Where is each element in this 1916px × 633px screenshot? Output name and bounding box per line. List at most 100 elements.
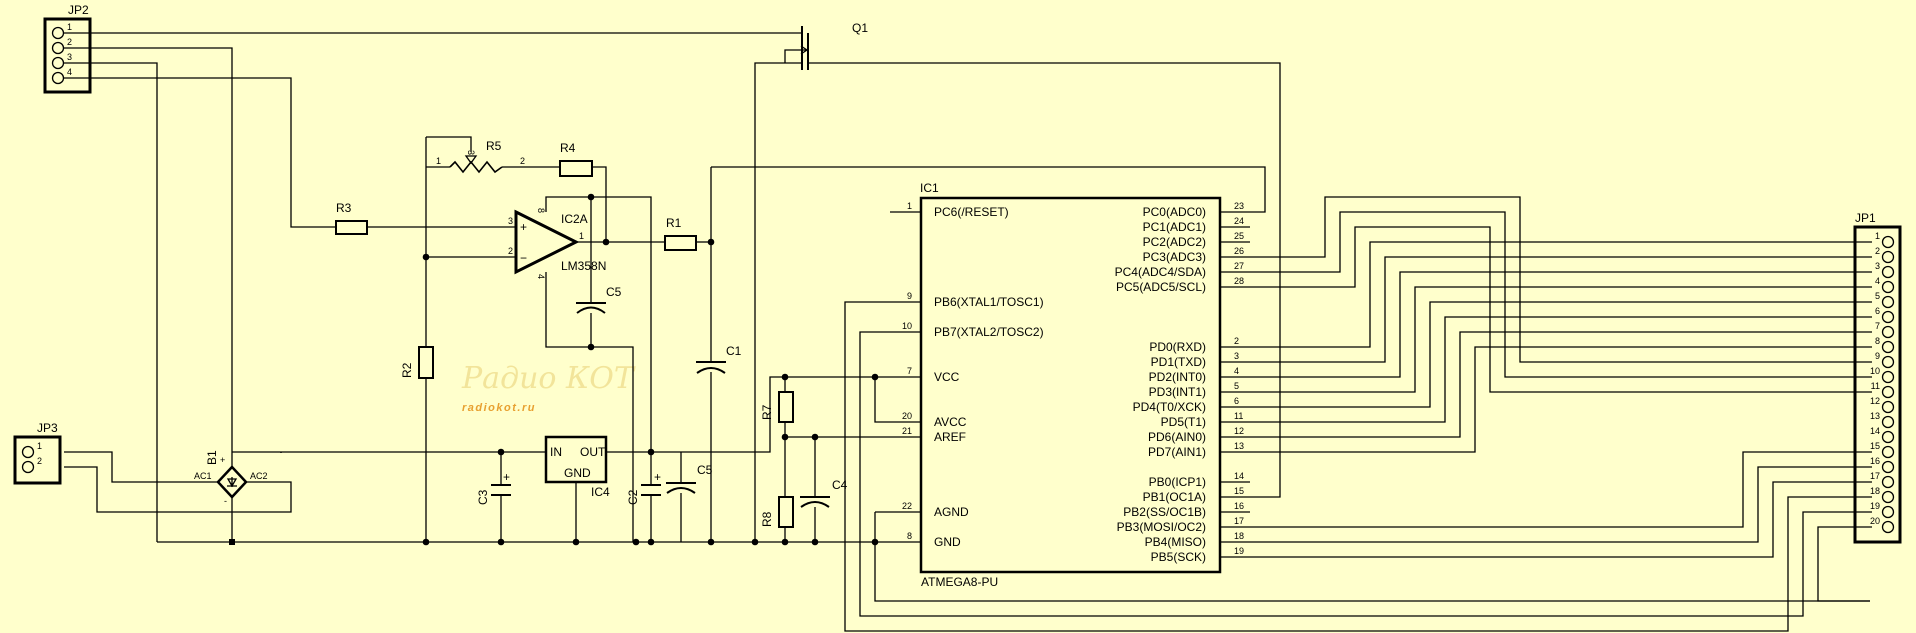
ic1-pin-name: PB1(OC1A) — [1143, 490, 1206, 504]
ic4-gnd-label: GND — [564, 466, 591, 480]
ic2a-ref: IC2A — [561, 212, 588, 226]
jp1-pin-pad — [1881, 370, 1895, 384]
c3-polarity: + — [503, 470, 510, 484]
r2-ref: R2 — [400, 362, 414, 378]
ic1-pin-name: PB6(XTAL1/TOSC1) — [934, 295, 1044, 309]
opamp-minus: − — [520, 251, 527, 265]
jp1-pin-pad — [1881, 265, 1895, 279]
ic1-pin-name: PD4(T0/XCK) — [1133, 400, 1206, 414]
jp1-pin-pad — [1881, 235, 1895, 249]
pin-label: 2 — [520, 156, 525, 166]
c1-ref: C1 — [726, 344, 742, 358]
ic1-pin-number: 4 — [1234, 366, 1239, 376]
jp1-pin-pad — [1881, 445, 1895, 459]
ic1-pin-number: 6 — [1234, 396, 1239, 406]
pin-label: 1 — [436, 156, 441, 166]
bridge-rectifier-b1: B1 + - AC1 AC2 — [194, 450, 268, 506]
ic1-pin-name: PB7(XTAL2/TOSC2) — [934, 325, 1044, 339]
ic1-pin-name: PD2(INT0) — [1149, 370, 1206, 384]
r3-ref: R3 — [336, 201, 352, 215]
jp1-pin-number: 5 — [1875, 291, 1880, 301]
pin-label: 1 — [37, 441, 42, 451]
jp1-pin-number: 11 — [1871, 381, 1880, 391]
ic1-pin-number: 26 — [1234, 246, 1244, 256]
jp1-pin-number: 17 — [1870, 471, 1880, 481]
ic1-pin-name: PC6(/RESET) — [934, 205, 1009, 219]
jp1-pin-pad — [1881, 355, 1895, 369]
ic1-pin-name: PC0(ADC0) — [1143, 205, 1206, 219]
jp2-ref: JP2 — [68, 3, 89, 17]
ic2a-value: LM358N — [561, 259, 606, 273]
ic1-pin-name: PD6(AIN0) — [1148, 430, 1206, 444]
jp1-pin-pad — [1881, 430, 1895, 444]
c2-polarity: + — [654, 470, 661, 484]
watermark: Радио КОТ radiokot.ru — [461, 361, 636, 414]
r5-ref: R5 — [486, 139, 502, 153]
watermark-url: radiokot.ru — [462, 402, 536, 414]
ic1-pin-number: 18 — [1234, 531, 1244, 541]
capacitor-c3: + C3 — [476, 470, 511, 505]
pin-label: 3 — [67, 52, 72, 62]
c3-ref: C3 — [476, 489, 490, 505]
potentiometer-r5: R5 1 2 3 — [436, 139, 525, 174]
ic1-pin-name: AREF — [934, 430, 966, 444]
jp1-pin-number: 4 — [1875, 276, 1880, 286]
ic1-pin-name: PD5(T1) — [1161, 415, 1206, 429]
ic1-pin-name: PD3(INT1) — [1149, 385, 1206, 399]
c4-ref: C4 — [832, 478, 848, 492]
ic1-pin-number: 12 — [1234, 426, 1244, 436]
pin-label: 4 — [536, 274, 546, 279]
opamp-ic2a: + − IC2A LM358N 3 2 1 8 4 — [508, 208, 606, 279]
watermark-logo: Радио КОТ — [461, 361, 636, 396]
pin-label: 4 — [67, 67, 72, 77]
jp1-pin-number: 6 — [1875, 306, 1880, 316]
resistor-r7: R7 — [760, 391, 794, 423]
jp1-pin-pad — [1881, 325, 1895, 339]
b1-minus: - — [224, 496, 227, 506]
jp1-pin-number: 14 — [1870, 426, 1880, 436]
c5-ref: C5 — [606, 285, 622, 299]
ic1-pin-name: AGND — [934, 505, 969, 519]
ic4-out-label: OUT — [580, 445, 606, 459]
ic1-pin-number: 24 — [1234, 216, 1244, 226]
jp1-pin-number: 12 — [1870, 396, 1880, 406]
jp1-pin-pad — [1881, 295, 1895, 309]
jp1-pin-pad — [1881, 340, 1895, 354]
jp3-ref: JP3 — [37, 421, 58, 435]
r7-ref: R7 — [760, 404, 774, 420]
jp1-pin-pad — [1881, 490, 1895, 504]
pin-label: 1 — [579, 231, 584, 241]
resistor-r4: R4 — [559, 141, 593, 177]
ic1-pin-name: PC4(ADC4/SDA) — [1115, 265, 1206, 279]
c2-ref: C2 — [626, 489, 640, 505]
jp1-pin-pad — [1881, 250, 1895, 264]
jp1-pin-pad — [1881, 505, 1895, 519]
ic1-pin-name: PD0(RXD) — [1149, 340, 1206, 354]
jp1-pin-number: 9 — [1875, 351, 1880, 361]
jp1-pin-pad — [1881, 415, 1895, 429]
mosfet-q1: Q1 — [795, 21, 868, 70]
jp1-pin-number: 1 — [1875, 231, 1880, 241]
pin-label: 3 — [508, 216, 513, 226]
ic1-pin-number: 10 — [902, 321, 912, 331]
jp1-pin-number: 8 — [1875, 336, 1880, 346]
jp1-pin-number: 2 — [1875, 246, 1880, 256]
capacitor-c1: C1 — [696, 344, 742, 374]
junctions — [229, 193, 879, 546]
resistor-r2: R2 — [400, 346, 434, 379]
jp1-pin-number: 19 — [1870, 501, 1880, 511]
pin-label: 2 — [37, 456, 42, 466]
ic1-pin-number: 20 — [902, 411, 912, 421]
ic1-pin-name: PC1(ADC1) — [1143, 220, 1206, 234]
ic1-pin-name: GND — [934, 535, 961, 549]
connector-jp2: JP2 1 2 3 4 — [43, 3, 92, 94]
ic1-pin-number: 9 — [907, 291, 912, 301]
ic1-pin-number: 28 — [1234, 276, 1244, 286]
opamp-plus: + — [520, 220, 527, 234]
capacitor-c2: + C2 — [626, 470, 661, 505]
c5-ref: C5 — [697, 463, 713, 477]
jp1-pin-number: 10 — [1870, 366, 1880, 376]
